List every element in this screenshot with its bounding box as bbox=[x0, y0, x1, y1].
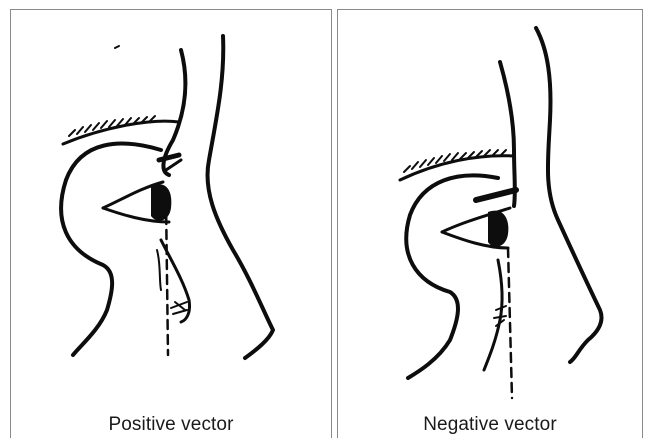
stray-mark bbox=[115, 46, 119, 48]
upper-lid-fold bbox=[159, 155, 179, 160]
positive-vector-sketch bbox=[11, 10, 333, 439]
cheek-curve bbox=[484, 260, 502, 370]
panel-caption: Negative vector bbox=[338, 414, 642, 436]
cheek-hatching bbox=[494, 306, 506, 326]
head-profile-outline bbox=[61, 144, 161, 355]
forehead-line bbox=[500, 62, 515, 206]
brow-line bbox=[63, 121, 179, 144]
cheek-hatching bbox=[171, 302, 187, 314]
outer-profile-line bbox=[208, 36, 273, 358]
eyeball bbox=[151, 184, 171, 220]
negative-vector-sketch bbox=[338, 10, 644, 439]
cheek-inner-line bbox=[157, 250, 161, 290]
vector-dashed-line bbox=[508, 248, 512, 398]
panel-caption: Positive vector bbox=[11, 414, 331, 436]
eyeball bbox=[488, 211, 508, 247]
lid-hatch bbox=[166, 160, 181, 170]
head-profile-outline bbox=[406, 175, 498, 378]
brow-hatching bbox=[69, 116, 155, 136]
negative-vector-panel: Negative vector bbox=[337, 9, 643, 438]
outer-profile-line bbox=[536, 28, 602, 362]
upper-lid-fold bbox=[476, 190, 516, 200]
positive-vector-panel: Positive vector bbox=[10, 9, 332, 438]
